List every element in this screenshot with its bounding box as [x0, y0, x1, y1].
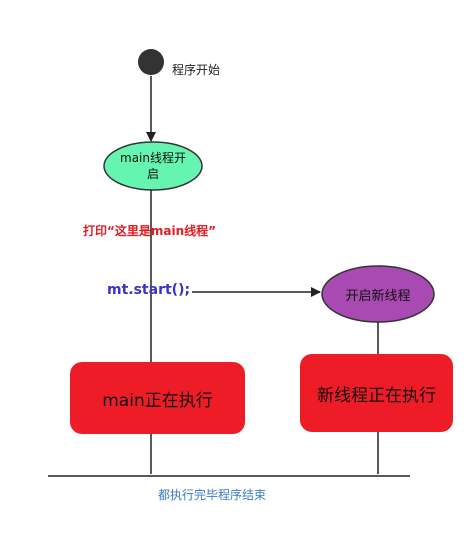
start-call-label: mt.start();	[107, 282, 191, 298]
new-thread-running-box	[300, 354, 453, 432]
new-thread-open-label: 开启新线程	[345, 288, 411, 304]
print-annotation: 打印“这里是main线程”	[83, 224, 217, 238]
start-label: 程序开始	[172, 63, 221, 77]
main-open-label-wrap: main线程开启	[104, 142, 202, 190]
main-open-label: main线程开启	[120, 151, 186, 181]
main-running-label: main正在执行	[102, 390, 213, 411]
main-running-box	[70, 362, 245, 434]
main-open-node	[103, 141, 203, 191]
end-label: 都执行完毕程序结束	[158, 488, 267, 502]
start-node	[138, 49, 164, 75]
new-thread-running-label: 新线程正在执行	[317, 385, 436, 406]
